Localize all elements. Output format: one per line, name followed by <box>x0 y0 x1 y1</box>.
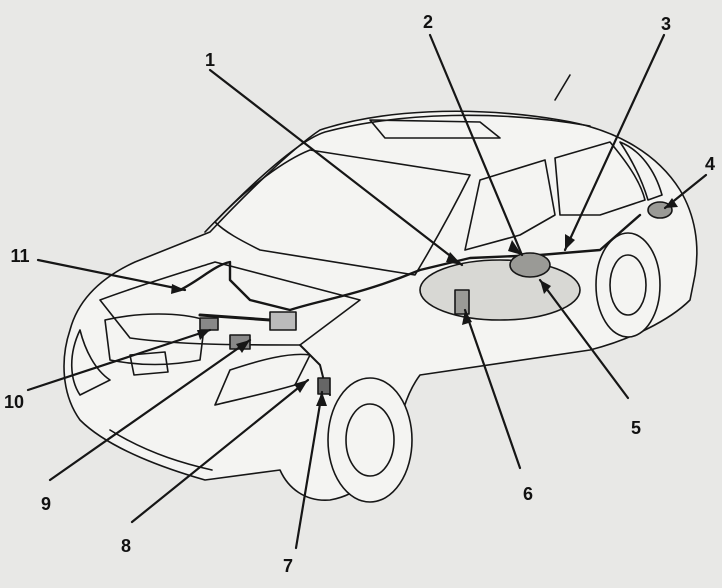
leader-2 <box>428 33 524 257</box>
fuel-rail <box>198 313 272 322</box>
windshield <box>214 149 471 276</box>
callout-1: 1 <box>204 50 216 70</box>
callout-2: 2 <box>422 12 434 32</box>
leader-6 <box>463 308 522 470</box>
fuel-pump <box>509 252 551 278</box>
leader-10 <box>26 328 212 392</box>
grille <box>104 313 206 366</box>
connector-7 <box>317 377 331 395</box>
callout-8: 8 <box>120 536 132 556</box>
leader-lines <box>26 33 708 550</box>
fuel-tank <box>419 259 581 321</box>
leader-5 <box>538 278 630 400</box>
callout-11: 11 <box>10 246 30 266</box>
leader-3 <box>563 33 666 252</box>
injector-a <box>199 317 219 331</box>
callout-5: 5 <box>630 418 642 438</box>
leader-11 <box>36 258 187 292</box>
front-lamp-left <box>70 329 111 396</box>
leader-8 <box>130 378 310 524</box>
arrow-heads <box>171 198 678 406</box>
callout-3: 3 <box>660 14 672 34</box>
fuel-filter <box>269 311 297 331</box>
front-wheel <box>327 377 413 503</box>
leader-1 <box>208 68 464 267</box>
bumper-lip <box>109 429 213 471</box>
front-door-window <box>464 159 556 251</box>
callout-10: 10 <box>3 392 25 412</box>
leader-7 <box>294 390 324 550</box>
callout-9: 9 <box>40 494 52 514</box>
quarter-window <box>619 141 663 201</box>
leader-9 <box>48 338 252 482</box>
roof-line <box>204 114 591 233</box>
front-wheel-hub <box>345 403 395 477</box>
callout-4: 4 <box>704 154 716 174</box>
rear-wheel-hub <box>609 254 647 316</box>
antenna <box>554 74 571 101</box>
sunroof <box>369 119 501 139</box>
rear-wheel <box>595 232 661 338</box>
fuel-feed-line <box>178 213 642 312</box>
honda-logo <box>129 351 169 376</box>
callout-6: 6 <box>522 484 534 504</box>
pressure-regulator <box>454 289 470 315</box>
callout-7: 7 <box>282 556 294 576</box>
